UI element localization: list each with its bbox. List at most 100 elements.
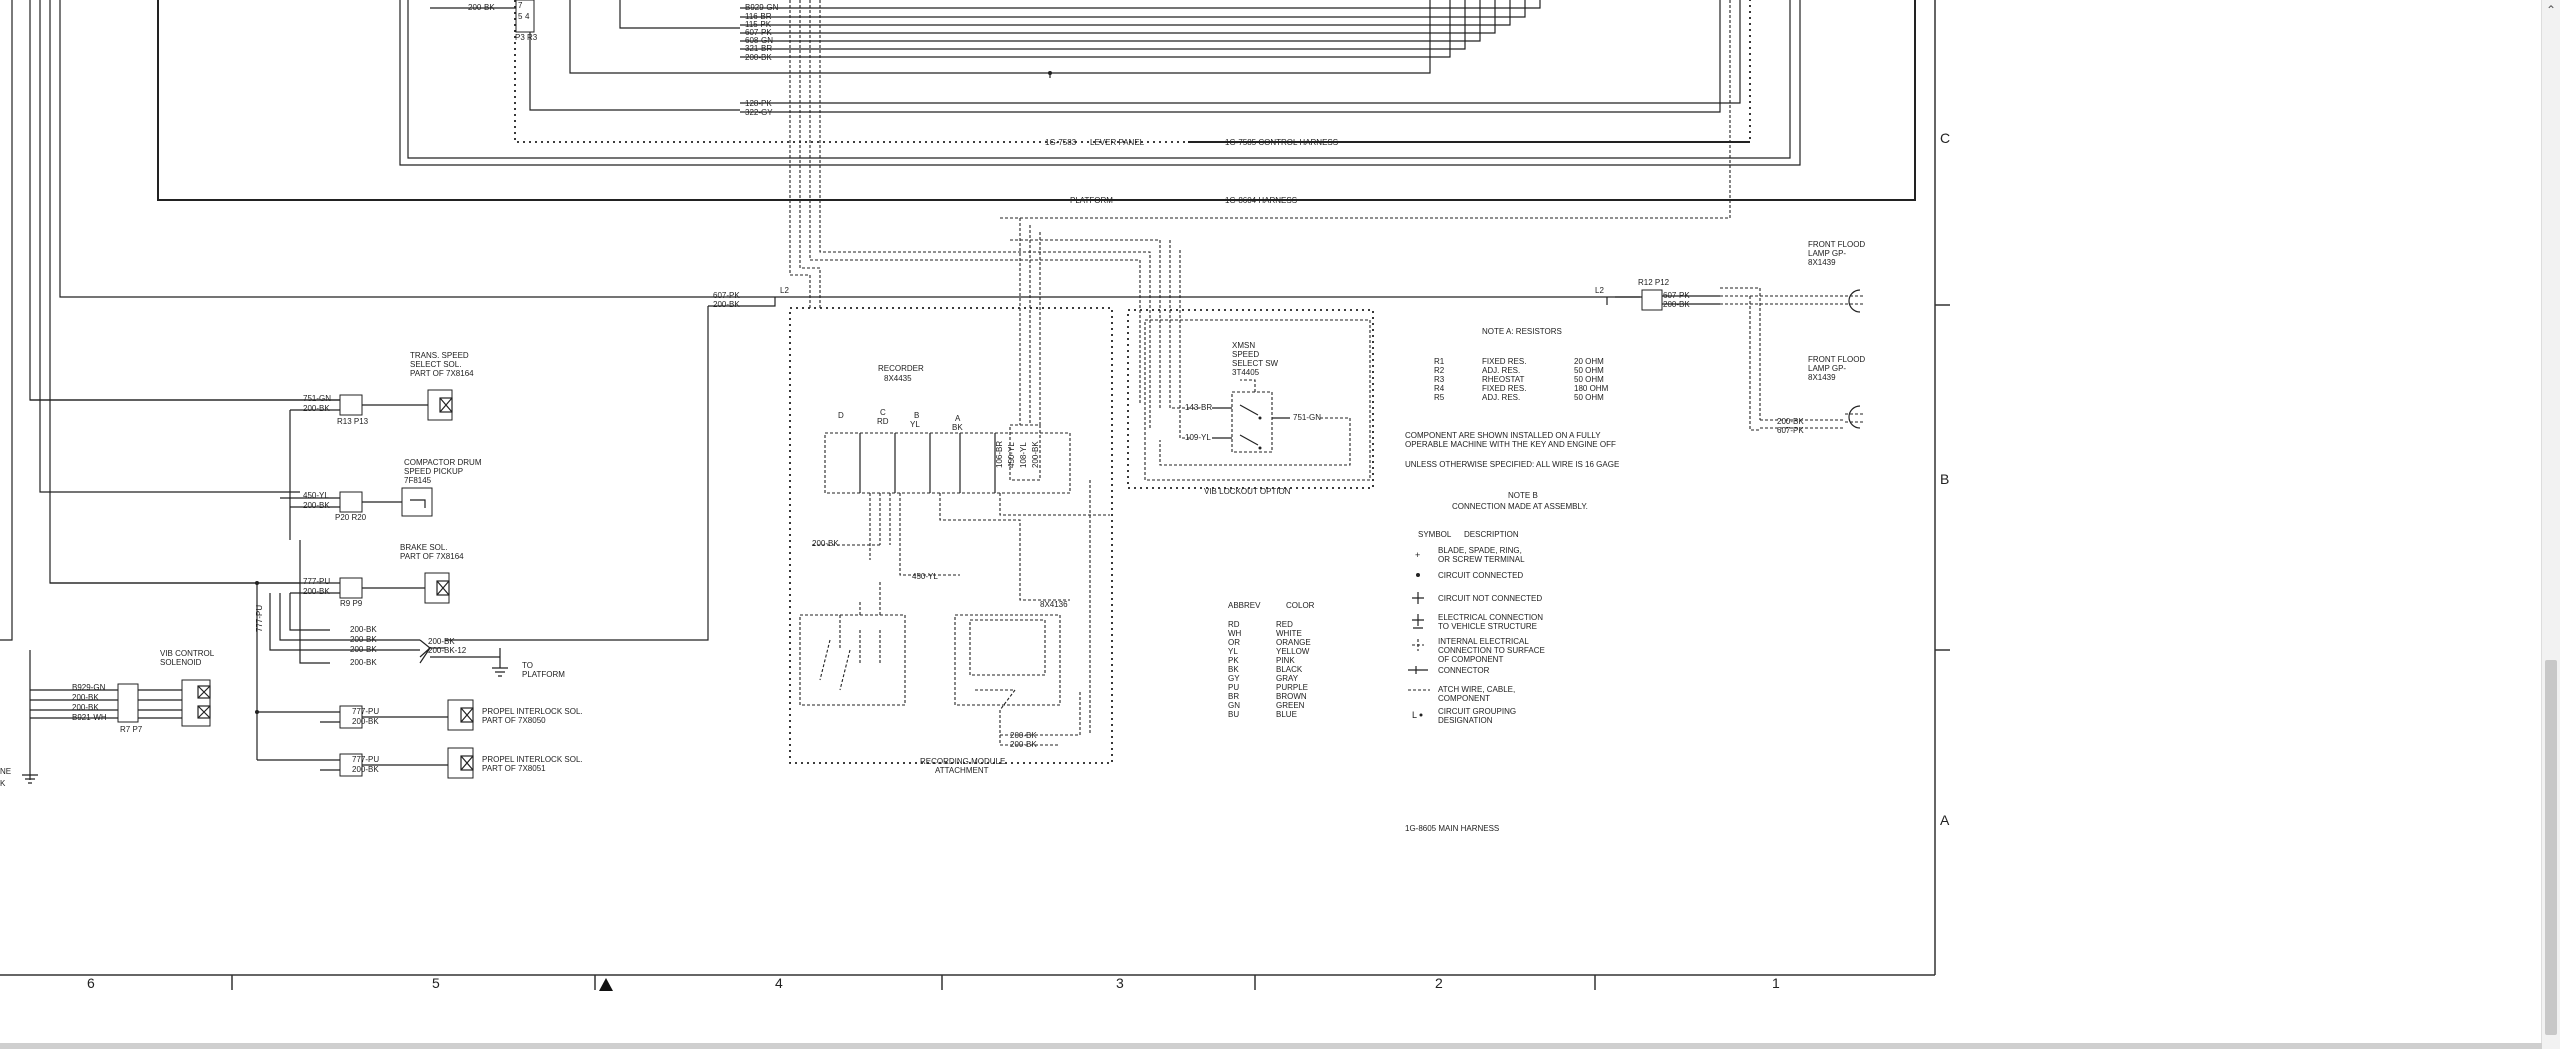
platform-label: PLATFORM — [1070, 196, 1113, 205]
note-a: NOTE A: RESISTORS — [1482, 327, 1562, 336]
grid-col-6: 6 — [87, 975, 95, 991]
control-harness-label: 1G-7585 CONTROL HARNESS — [1225, 138, 1338, 147]
xmsn-l1: XMSN — [1232, 341, 1255, 350]
grid-row-a: A — [1940, 812, 1950, 828]
abbrev-9: BR — [1228, 692, 1239, 701]
recorder-w2: 450-YL — [912, 572, 938, 581]
platform-wire-b: 200-BK-12 — [428, 646, 467, 655]
res-5-type: ADJ. RES. — [1482, 393, 1520, 402]
scroll-thumb[interactable] — [2545, 660, 2557, 1035]
not-connected-icon — [1412, 592, 1424, 604]
recorder-module-l1: RECORDING MODULE — [920, 757, 1005, 766]
color-2: WHITE — [1276, 629, 1302, 638]
trans-speed-w2: 200-BK — [303, 404, 330, 413]
mid-wire-a: 607-PK — [713, 291, 740, 300]
propel2-l2: PART OF 7X8051 — [482, 764, 546, 773]
vertical-scrollbar[interactable]: ⌃ — [2541, 0, 2560, 1049]
compactor-l1: COMPACTOR DRUM — [404, 458, 482, 467]
lamp-w1: 607-PK — [1663, 291, 1690, 300]
edge-text-1: NE — [0, 767, 11, 776]
recorder-col-a: A — [955, 414, 961, 423]
xmsn-l2: SPEED — [1232, 350, 1259, 359]
top-left-pin5: 5 — [518, 12, 523, 21]
vib-w4: B921-WH — [72, 713, 107, 722]
platform-to: TO — [522, 661, 533, 670]
symbol-1-a: BLADE, SPADE, RING, — [1438, 546, 1522, 555]
vib-l1: VIB CONTROL — [160, 649, 215, 658]
trans-speed-pins: R13 P13 — [337, 417, 369, 426]
wire-gage-note: UNLESS OTHERWISE SPECIFIED: ALL WIRE IS … — [1405, 460, 1619, 469]
propel1-l2: PART OF 7X8050 — [482, 716, 546, 725]
vib-control-solenoid — [22, 650, 211, 784]
abbrev-5: PK — [1228, 656, 1239, 665]
component-note-l2: OPERABLE MACHINE WITH THE KEY AND ENGINE… — [1405, 440, 1616, 449]
xmsn-l3: SELECT SW — [1232, 359, 1279, 368]
propel-interlocks — [255, 699, 474, 779]
main-harness-label: 1G-8605 MAIN HARNESS — [1405, 824, 1499, 833]
recorder-col-bk: BK — [952, 423, 963, 432]
top-wire-4: 607-PK — [745, 28, 772, 37]
grid-row-c: C — [1940, 130, 1950, 146]
brake-pins: R9 P9 — [340, 599, 363, 608]
lamp-w3: 200-BK — [1777, 417, 1804, 426]
abbrev-2: WH — [1228, 629, 1242, 638]
component-note-l1: COMPONENT ARE SHOWN INSTALLED ON A FULLY — [1405, 431, 1601, 440]
color-header: COLOR — [1286, 601, 1315, 610]
left-harness-lines — [0, 0, 1640, 641]
terminal-symbol-icon: + — [1415, 550, 1420, 560]
edge-text-2: K — [0, 779, 6, 788]
recorder-title: RECORDER — [878, 364, 924, 373]
top-left-pin7: 7 — [518, 1, 523, 10]
abbrev-6: BK — [1228, 665, 1239, 674]
lamp2-l2: LAMP GP- — [1808, 364, 1846, 373]
vib-w2: 200-BK — [72, 693, 99, 702]
propel2-w1: 777-PU — [352, 755, 379, 764]
recorder-col-yl: YL — [910, 420, 920, 429]
lever-panel-label: LEVER PANEL — [1090, 138, 1145, 147]
res-4-val: 180 OHM — [1574, 384, 1609, 393]
lever-panel-part: 1G-7583 — [1045, 138, 1077, 147]
bk-wire-3: 200-BK — [350, 645, 377, 654]
recorder-vert-4: 200-BK — [1031, 441, 1040, 468]
grid-col-1: 1 — [1772, 975, 1780, 991]
top-wire-9: 322-GY — [745, 108, 773, 117]
description-header: DESCRIPTION — [1464, 530, 1519, 539]
res-1-val: 20 OHM — [1574, 357, 1604, 366]
recorder-part2: 8X4136 — [1040, 600, 1068, 609]
bk-wire-1: 200-BK — [350, 625, 377, 634]
symbol-7-a: ATCH WIRE, CABLE, — [1438, 685, 1515, 694]
abbrev-10: GN — [1228, 701, 1240, 710]
symbol-5-a: INTERNAL ELECTRICAL — [1438, 637, 1529, 646]
lamp1-l3: 8X1439 — [1808, 258, 1836, 267]
vib-w3: 200-BK — [72, 703, 99, 712]
xmsn-speed-switch — [1127, 240, 1374, 489]
top-wire-bundle — [529, 0, 1741, 113]
top-left-pins: P3 R3 — [515, 33, 538, 42]
top-left-wire: 200-BK — [468, 3, 495, 12]
internal-connection-icon — [1412, 639, 1424, 651]
flood-lamps — [1615, 287, 1865, 431]
compactor-w2: 200-BK — [303, 501, 330, 510]
symbol-7-b: COMPONENT — [1438, 694, 1490, 703]
vib-w1: B929-GN — [72, 683, 106, 692]
brake-w2: 200-BK — [303, 587, 330, 596]
compactor-l3: 7F8145 — [404, 476, 432, 485]
res-5-val: 50 OHM — [1574, 393, 1604, 402]
grid-col-3: 3 — [1116, 975, 1124, 991]
symbol-6-a: CONNECTOR — [1438, 666, 1490, 675]
scroll-up-icon[interactable]: ⌃ — [2545, 3, 2557, 17]
recorder-bottom-1: 200-BK — [1010, 731, 1037, 740]
trans-speed-solenoid — [30, 389, 453, 540]
top-wire-2: 116-BR — [745, 12, 772, 21]
abbrev-header: ABBREV — [1228, 601, 1261, 610]
recorder-part: 8X4435 — [884, 374, 912, 383]
symbol-1-b: OR SCREW TERMINAL — [1438, 555, 1525, 564]
vib-l2: SOLENOID — [160, 658, 202, 667]
harness-boxes — [157, 0, 1916, 201]
horizontal-scrollbar[interactable] — [0, 1043, 2542, 1049]
connector-icon — [1408, 666, 1428, 674]
recorder-col-d: D — [838, 411, 844, 420]
symbol-8-b: DESIGNATION — [1438, 716, 1493, 725]
res-3-type: RHEOSTAT — [1482, 375, 1524, 384]
